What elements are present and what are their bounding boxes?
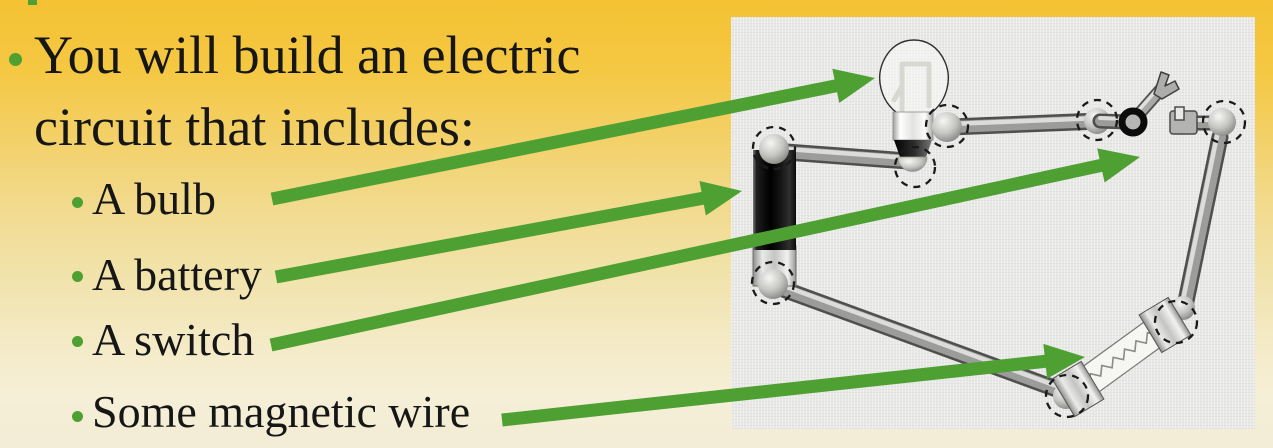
main-bullet-line1: You will build an electric (34, 25, 581, 85)
green-mark-top-left (28, 0, 37, 5)
switch-lever-jaw (1153, 71, 1180, 100)
rod-battery-to-bulb (777, 143, 917, 170)
battery-callout-arrow (274, 181, 742, 284)
sub-bullet-bulb: A bulb (92, 173, 216, 224)
rod-switch-to-wire (1176, 128, 1229, 315)
switch-illustration (1084, 71, 1236, 137)
bullet-dot-sub (72, 197, 83, 208)
sub-bullet-switch: A switch (92, 314, 255, 365)
bullet-dot-main (9, 53, 22, 66)
battery-illustration (752, 134, 797, 299)
bullet-dot-sub (72, 336, 83, 347)
magnetic-wire-illustration (1051, 296, 1195, 418)
circuit-illustration-panel (731, 17, 1255, 429)
main-bullet-line2: circuit that includes: (34, 97, 475, 157)
sub-bullet-battery: A battery (92, 249, 262, 300)
sub-bullet-wire: Some magnetic wire (92, 386, 471, 437)
bullet-dot-sub (72, 411, 83, 422)
switch-pivot-ring (1118, 107, 1148, 137)
rod-bulb-to-switch (941, 112, 1109, 136)
bullet-dot-sub (72, 271, 83, 282)
wire-coil (1088, 331, 1158, 385)
circuit-illustration (750, 39, 1247, 419)
rod-battery-to-wire (774, 280, 1071, 400)
